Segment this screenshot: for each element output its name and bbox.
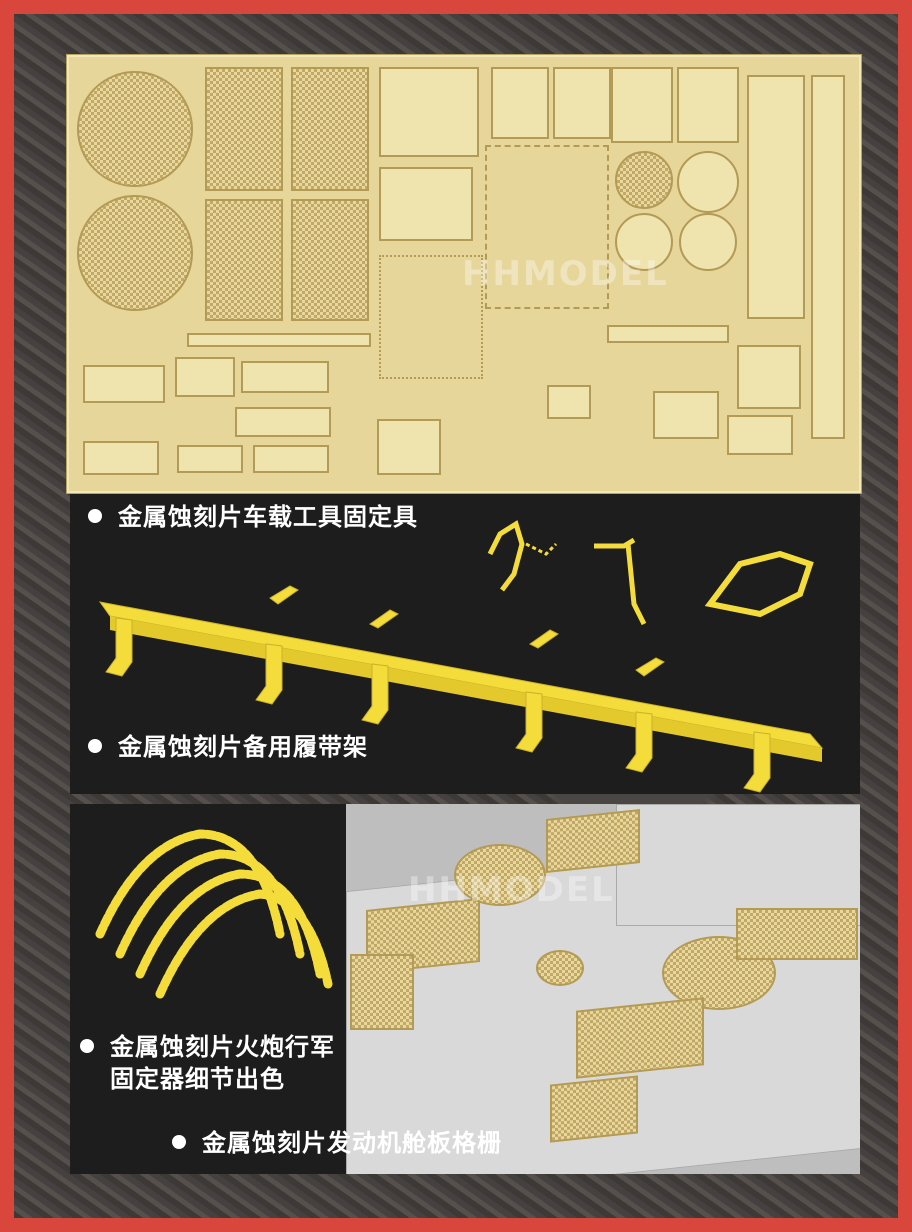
round-small-grille-1 bbox=[615, 151, 673, 209]
small-part-10 bbox=[653, 391, 719, 439]
plate-part-4 bbox=[611, 67, 673, 143]
round-plate-1 bbox=[677, 151, 739, 213]
rect-grille-1 bbox=[205, 67, 283, 191]
long-bar-2 bbox=[187, 333, 371, 347]
small-part-1 bbox=[83, 365, 165, 403]
bullet-icon bbox=[88, 509, 102, 523]
small-part-3 bbox=[241, 361, 329, 393]
caption-tool-mounts: 金属蚀刻片车载工具固定具 bbox=[88, 502, 418, 532]
small-part-5 bbox=[83, 441, 159, 475]
caption-track-rack: 金属蚀刻片备用履带架 bbox=[88, 732, 368, 762]
watermark-lower: HHMODEL bbox=[408, 870, 615, 910]
tank-turret bbox=[616, 804, 860, 926]
chevron-parts bbox=[485, 145, 609, 309]
deck-grille-bottom bbox=[576, 997, 704, 1079]
small-part-6 bbox=[177, 445, 243, 473]
round-grille-lower bbox=[77, 195, 193, 311]
caption-gun-travel-lock: 金属蚀刻片火炮行军 bbox=[80, 1032, 335, 1062]
round-grille-upper bbox=[77, 71, 193, 187]
deck-round-grille-1 bbox=[454, 844, 546, 906]
rect-grille-2 bbox=[291, 67, 369, 191]
ladder-strip-1 bbox=[747, 75, 805, 319]
bullet-icon bbox=[172, 1135, 186, 1149]
rect-grille-4 bbox=[291, 199, 369, 321]
deck-round-grille-small bbox=[536, 950, 584, 986]
deck-grille-side bbox=[350, 954, 414, 1030]
bracket-set bbox=[379, 167, 473, 241]
plate-part-2 bbox=[491, 67, 549, 139]
small-part-4 bbox=[235, 407, 331, 437]
small-part-7 bbox=[253, 445, 329, 473]
caption-engine-grille: 金属蚀刻片发动机舱板格栅 bbox=[172, 1128, 502, 1158]
gun-travel-lock-illustration bbox=[95, 829, 333, 999]
photo-etch-fret bbox=[66, 54, 862, 494]
small-part-8 bbox=[377, 419, 441, 475]
deck-grille-rear bbox=[550, 1075, 638, 1143]
ladder-strip-2 bbox=[811, 75, 845, 439]
plate-part-5 bbox=[677, 67, 739, 143]
small-part-11 bbox=[727, 415, 793, 455]
caption-gun-travel-lock-line2: 固定器细节出色 bbox=[110, 1065, 285, 1093]
small-part-2 bbox=[175, 357, 235, 397]
round-plate-2 bbox=[615, 213, 673, 271]
tank-engine-deck-photo bbox=[346, 804, 860, 1174]
bullet-icon bbox=[88, 739, 102, 753]
deck-grille-right bbox=[736, 908, 858, 960]
small-part-9 bbox=[547, 385, 591, 419]
chain-parts bbox=[379, 255, 483, 379]
track-rack-illustration bbox=[98, 520, 824, 793]
plate-part-3 bbox=[553, 67, 611, 139]
deck-grille-top bbox=[546, 809, 640, 873]
rect-grille-3 bbox=[205, 199, 283, 321]
plate-part-1 bbox=[379, 67, 479, 157]
long-bar-1 bbox=[607, 325, 729, 343]
small-plate-set bbox=[737, 345, 801, 409]
watermark-upper: HHMODEL bbox=[462, 254, 669, 294]
round-plate-3 bbox=[679, 213, 737, 271]
bullet-icon bbox=[80, 1039, 94, 1053]
